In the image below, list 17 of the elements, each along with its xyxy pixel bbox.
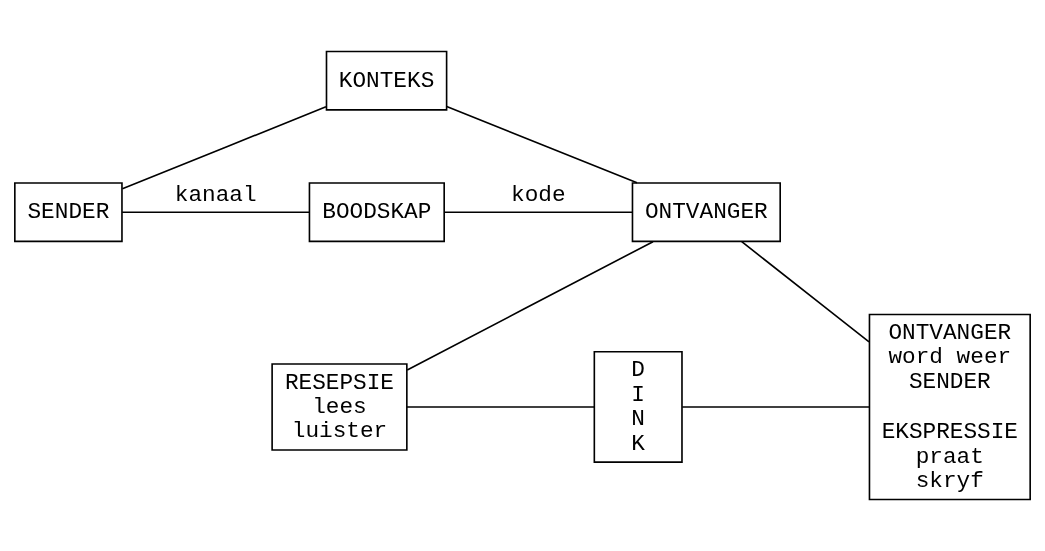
node-box: BOODSKAP (308, 182, 445, 243)
node-box: SENDER (14, 182, 123, 243)
connector (406, 240, 654, 371)
edge-label: kode (511, 182, 566, 209)
connector (740, 240, 870, 343)
node-box: KONTEKS (325, 50, 448, 111)
connector (406, 406, 595, 408)
connector (445, 105, 638, 184)
node-box: RESEPSIE lees luister (271, 363, 408, 451)
node-box: ONTVANGER (631, 182, 781, 243)
node-box: DINK (593, 351, 683, 463)
node-box: ONTVANGER word weer SENDER EKSPRESSIE praat skryf (868, 313, 1031, 501)
connector (121, 211, 310, 213)
connector (681, 406, 870, 408)
connector (443, 211, 633, 213)
edge-label: kanaal (174, 182, 257, 209)
connector (121, 105, 327, 190)
